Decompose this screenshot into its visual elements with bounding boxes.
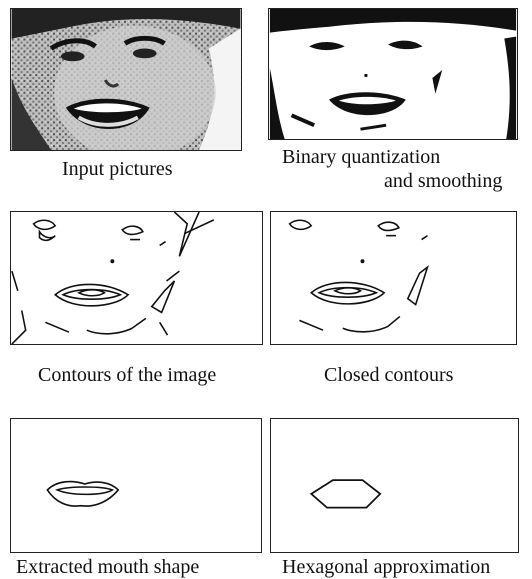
extracted-mouth-drawing [11,419,261,552]
binary-face-image [269,9,517,139]
contours-drawing [11,212,262,344]
closed-contours-drawing [271,212,516,344]
input-face-photo [11,9,241,150]
caption-extracted-mouth: Extracted mouth shape [16,556,199,578]
extracted-mouth-panel [10,418,262,553]
caption-binary-line2: and smoothing [384,170,502,192]
closed-contours-panel [270,211,517,345]
caption-binary-line1: Binary quantization [282,146,440,168]
caption-contours: Contours of the image [38,364,216,386]
hexagonal-approximation-panel [270,418,519,553]
contours-panel [10,211,263,345]
caption-closed-contours: Closed contours [324,364,453,386]
caption-input-pictures: Input pictures [62,158,173,180]
input-picture-panel [10,8,242,151]
caption-hexagonal-approximation: Hexagonal approximation [282,556,490,578]
hexagon-drawing [271,419,518,552]
binary-quantization-panel [268,8,518,140]
